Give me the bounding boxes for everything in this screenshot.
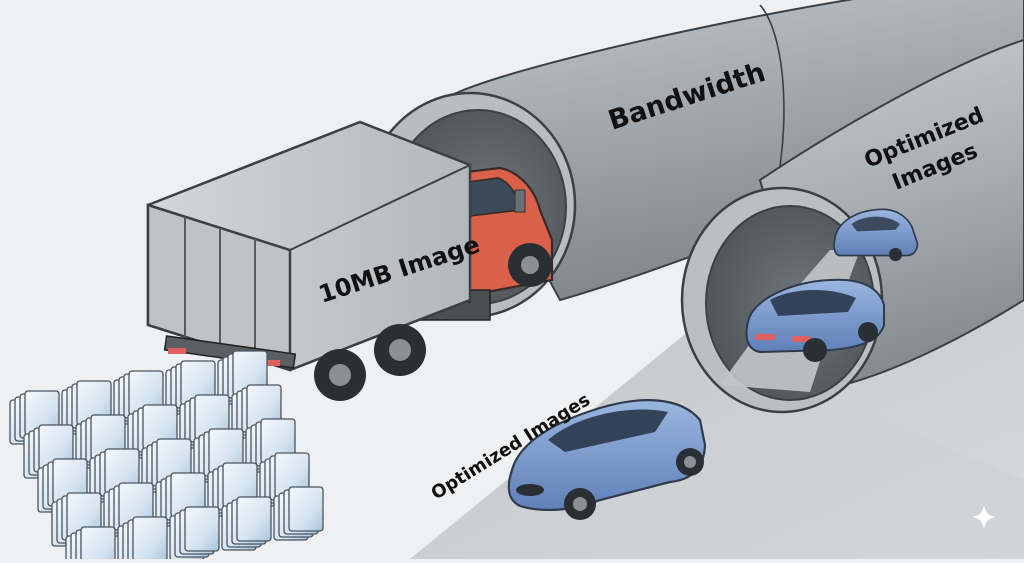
road-shade xyxy=(560,410,1024,559)
image-card xyxy=(80,526,116,563)
car-middle xyxy=(745,278,885,362)
image-stack xyxy=(169,506,220,561)
truck xyxy=(146,120,554,401)
image-card xyxy=(184,506,220,552)
image-stack xyxy=(273,486,324,541)
image-card xyxy=(236,496,272,542)
image-card xyxy=(132,516,168,562)
car-far xyxy=(833,208,919,262)
image-stack xyxy=(179,394,230,449)
sparkle-icon xyxy=(969,502,999,532)
image-stack xyxy=(65,526,116,563)
image-stacks xyxy=(9,350,324,563)
image-stack xyxy=(117,516,168,563)
car-front xyxy=(507,399,707,520)
image-card xyxy=(288,486,324,532)
image-stack xyxy=(221,496,272,551)
